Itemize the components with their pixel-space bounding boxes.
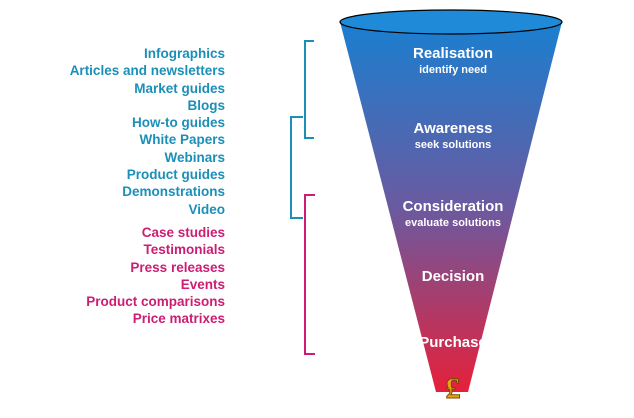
pink-content-item: Product comparisons — [86, 294, 225, 310]
bracket-pink — [304, 194, 315, 355]
funnel-stage: Realisation identify need — [355, 45, 551, 77]
blue-content-item: White Papers — [139, 132, 225, 148]
blue-content-item: Demonstrations — [122, 184, 225, 200]
pink-content-item: Price matrixes — [132, 311, 225, 327]
blue-content-item: Product guides — [126, 167, 225, 183]
pink-content-item: Events — [180, 276, 225, 292]
funnel-stage: Purchase — [355, 334, 551, 352]
funnel-stage: Decision — [355, 268, 551, 286]
funnel-rim — [339, 9, 563, 35]
funnel-stage: Awareness seek solutions — [355, 120, 551, 152]
pink-content-item: Case studies — [141, 225, 225, 240]
bracket-blue-lower — [290, 116, 303, 219]
blue-content-item: Infographics — [143, 46, 225, 61]
stage-name: Consideration — [402, 198, 504, 215]
pound-sign-icon: £ — [446, 372, 461, 405]
stage-subtitle: seek solutions — [414, 139, 492, 151]
blue-content-item: How-to guides — [132, 115, 225, 131]
stage-name: Decision — [421, 268, 485, 285]
funnel-stage: Consideration evaluate solutions — [355, 198, 551, 230]
blue-content-item: Video — [188, 201, 225, 217]
stage-name: Purchase — [419, 334, 487, 351]
blue-content-item: Blogs — [187, 97, 225, 113]
blue-content-item: Market guides — [134, 80, 225, 96]
blue-content-item: Webinars — [164, 149, 225, 165]
stage-name: Realisation — [412, 45, 494, 62]
pink-content-item: Press releases — [130, 259, 225, 275]
funnel-body — [340, 22, 562, 392]
stage-subtitle: evaluate solutions — [405, 217, 501, 229]
stage-subtitle: identify need — [419, 64, 487, 76]
blue-content-item: Articles and newsletters — [69, 63, 225, 79]
bracket-blue-upper — [304, 40, 314, 139]
pink-content-item: Testimonials — [143, 242, 225, 258]
stage-name: Awareness — [413, 120, 493, 137]
